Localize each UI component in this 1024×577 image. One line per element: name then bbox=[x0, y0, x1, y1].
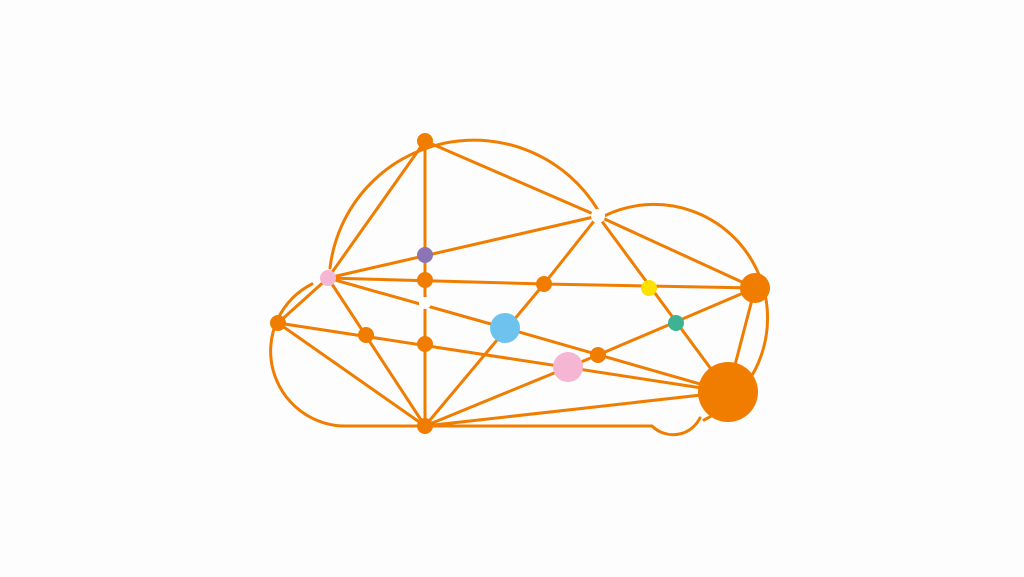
node-green bbox=[668, 315, 684, 331]
edge bbox=[326, 139, 427, 280]
edge bbox=[596, 214, 757, 290]
edge bbox=[542, 214, 600, 286]
edge bbox=[326, 276, 427, 428]
edge bbox=[326, 276, 507, 330]
edge bbox=[423, 282, 546, 428]
edge bbox=[276, 276, 330, 325]
node-lower-middle bbox=[590, 347, 606, 363]
cloud-outline-top-lobe bbox=[328, 138, 600, 270]
network-nodes bbox=[270, 133, 770, 434]
node-yellow bbox=[641, 280, 657, 296]
node-pink-small bbox=[320, 270, 336, 286]
cloud-outline-left-lobe bbox=[269, 282, 350, 428]
edge bbox=[423, 390, 730, 428]
edge bbox=[503, 326, 730, 394]
node-pink-large bbox=[553, 352, 583, 382]
node-middle bbox=[536, 276, 552, 292]
edge bbox=[276, 321, 427, 428]
gap-node bbox=[591, 209, 605, 223]
node-right bbox=[740, 273, 770, 303]
line-gaps bbox=[419, 209, 605, 309]
node-purple bbox=[417, 247, 433, 263]
node-bottom bbox=[417, 418, 433, 434]
node-blue bbox=[490, 313, 520, 343]
node-center-upper bbox=[417, 272, 433, 288]
edge bbox=[596, 214, 730, 394]
edge bbox=[276, 321, 730, 394]
node-far-left bbox=[270, 315, 286, 331]
node-large bbox=[698, 362, 758, 422]
cloud-outline bbox=[269, 138, 770, 437]
cloud-outline-bottom bbox=[346, 416, 702, 437]
gap-node bbox=[419, 297, 431, 309]
edge bbox=[423, 139, 600, 218]
node-left-inner bbox=[358, 327, 374, 343]
edge bbox=[326, 276, 546, 286]
node-center-lower bbox=[417, 336, 433, 352]
edge bbox=[326, 214, 600, 280]
node-top bbox=[417, 133, 433, 149]
